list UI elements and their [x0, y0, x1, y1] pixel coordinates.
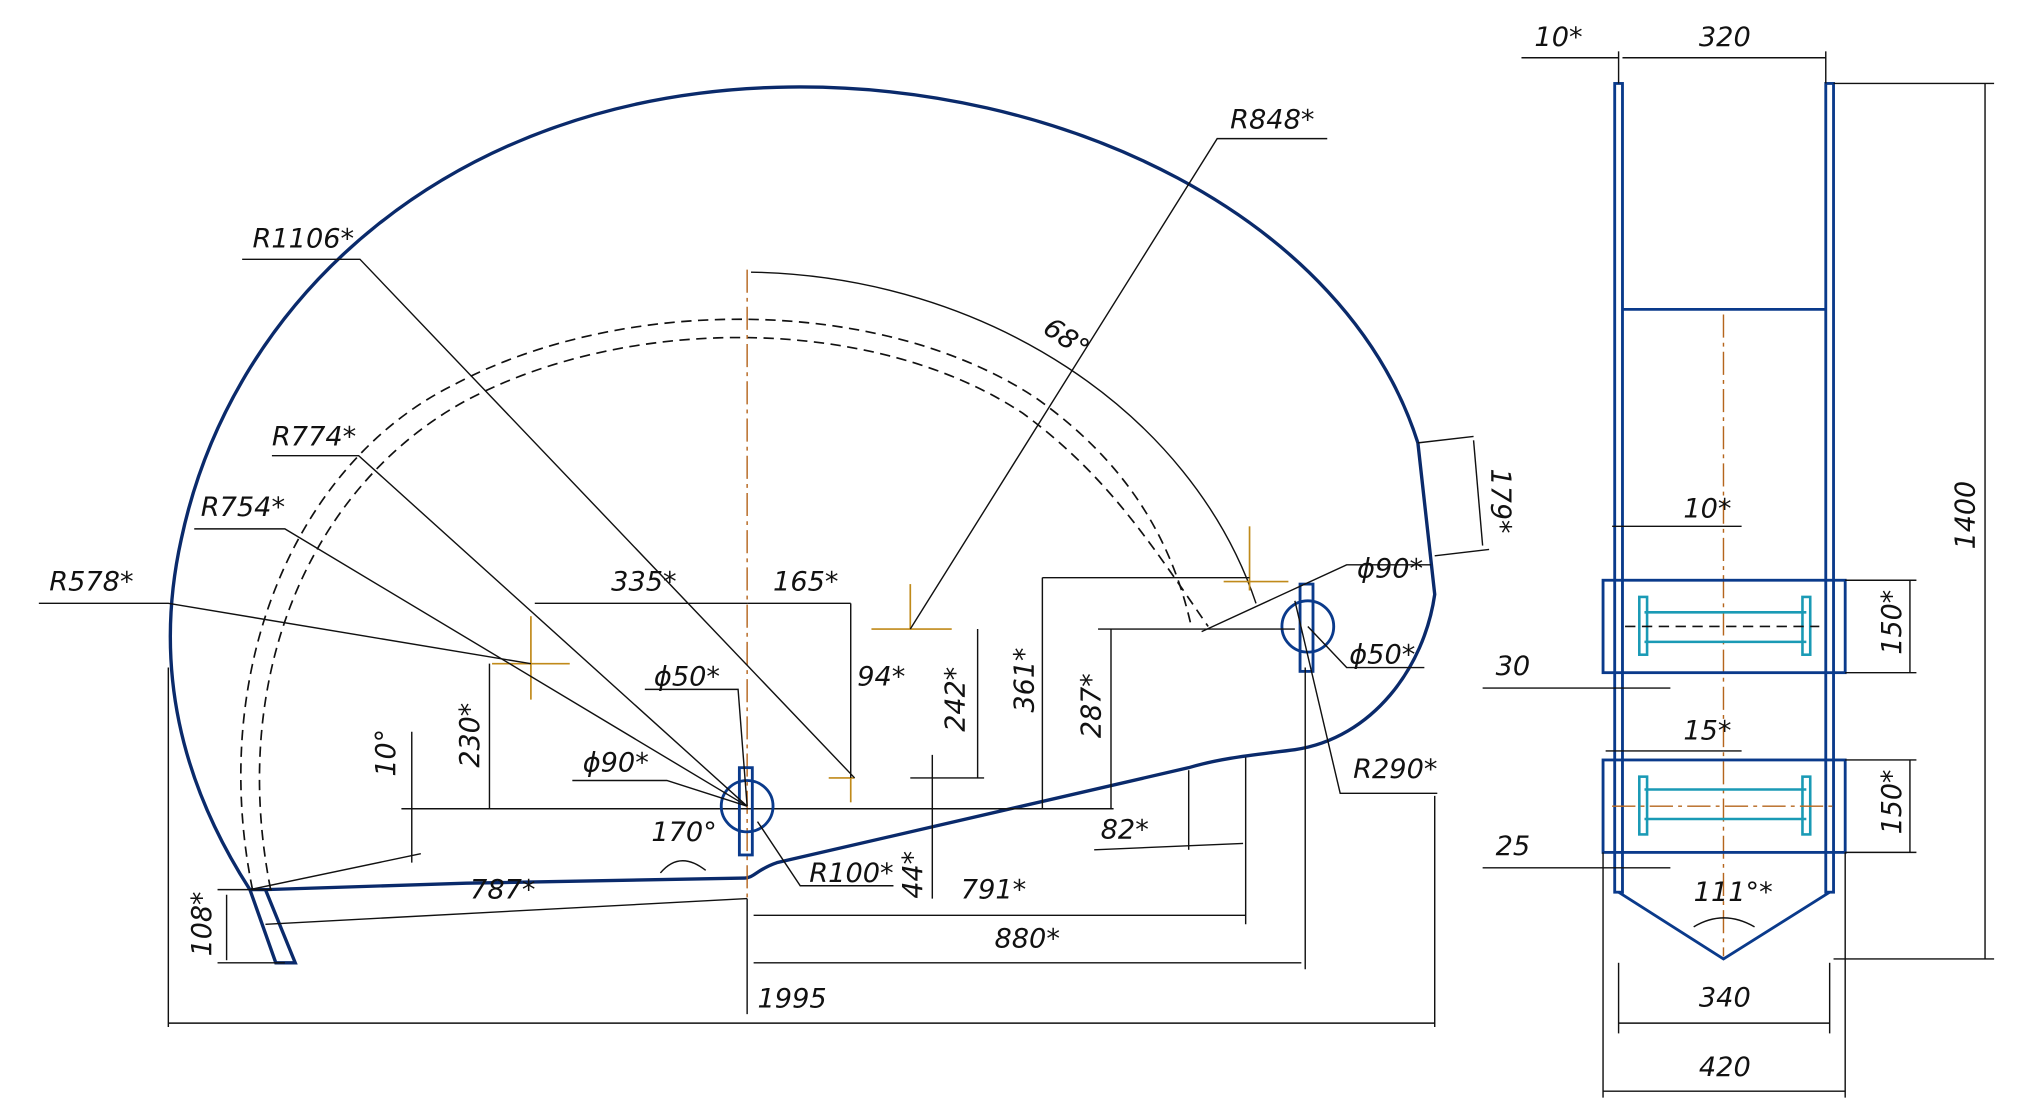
front-view: 10* 320 1400 10* 150* 30 15* 150* 25 111… — [1482, 22, 1995, 1098]
label-242: 242* — [941, 667, 972, 732]
label-82: 82* — [1101, 814, 1149, 845]
label-787: 787* — [470, 875, 535, 906]
label-335: 335* — [611, 567, 676, 598]
label-15: 15* — [1683, 716, 1731, 747]
label-287: 287* — [1077, 673, 1108, 738]
label-phi50-center: ϕ50* — [654, 662, 720, 693]
label-179: 179* — [1485, 469, 1516, 534]
hub-right — [1280, 599, 1336, 654]
body-outline — [168, 85, 1437, 892]
label-791: 791* — [961, 875, 1026, 906]
label-10-top: 10* — [1534, 22, 1582, 53]
label-230: 230* — [455, 703, 486, 768]
label-r578: R578* — [49, 567, 133, 598]
label-150-lower: 150* — [1877, 770, 1908, 835]
center-marks — [492, 526, 1289, 803]
label-320: 320 — [1699, 22, 1751, 53]
label-361: 361* — [1009, 648, 1040, 713]
label-1400: 1400 — [1951, 481, 1982, 550]
label-phi90-right: ϕ90* — [1357, 554, 1423, 585]
inner-arc-dashed-2 — [258, 336, 1209, 890]
label-r848: R848* — [1230, 104, 1314, 135]
label-r754: R754* — [201, 492, 285, 523]
label-r774: R774* — [272, 422, 356, 453]
label-r1106: R1106* — [253, 224, 355, 255]
label-111: 111°* — [1694, 877, 1773, 908]
label-phi90-center: ϕ90* — [583, 748, 649, 779]
label-170: 170° — [651, 817, 716, 848]
label-340: 340 — [1699, 983, 1751, 1014]
angle-arc-68 — [751, 271, 1257, 604]
label-68: 68° — [1037, 312, 1094, 365]
dimension-lines — [38, 137, 1490, 1027]
label-150-upper: 150* — [1877, 590, 1908, 655]
label-30: 30 — [1496, 651, 1531, 682]
label-420: 420 — [1699, 1052, 1751, 1083]
label-44: 44* — [898, 851, 929, 899]
side-view: R1106* R848* 68° R774* R754* R578* 335* … — [38, 85, 1516, 1027]
label-25: 25 — [1496, 831, 1531, 862]
label-165: 165* — [773, 567, 838, 598]
label-94: 94* — [857, 662, 905, 693]
label-r290: R290* — [1353, 754, 1437, 785]
hub-center — [719, 779, 775, 834]
bottom-strip — [248, 888, 298, 965]
label-108: 108* — [187, 891, 218, 956]
label-10-mid: 10* — [1683, 493, 1731, 524]
inner-arc-dashed-1 — [240, 318, 1193, 890]
label-10deg: 10° — [371, 729, 402, 777]
label-phi50-right: ϕ50* — [1349, 640, 1415, 671]
label-880: 880* — [994, 923, 1059, 954]
label-1995: 1995 — [758, 984, 827, 1015]
label-r100: R100* — [809, 858, 893, 889]
